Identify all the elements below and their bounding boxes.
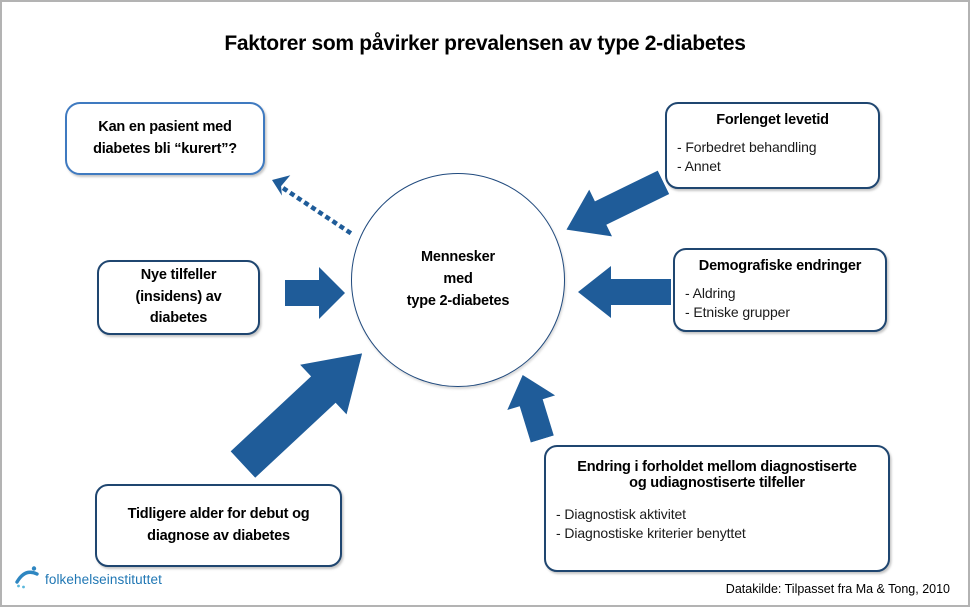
folkehelseinstituttet-logo: folkehelseinstituttet bbox=[14, 564, 162, 595]
arrow-nye-tilfeller-to-circle-icon bbox=[285, 267, 345, 319]
arrow-dotted-circle-to-question-icon bbox=[252, 162, 367, 247]
list-item: - Diagnostisk aktivitet bbox=[556, 506, 686, 522]
center-circle-mennesker: Mennesker med type 2-diabetes bbox=[351, 173, 565, 387]
arrow-demografiske-to-circle-icon bbox=[578, 266, 671, 318]
nye-line-3: diabetes bbox=[149, 310, 208, 327]
page-title: Faktorer som påvirker prevalensen av typ… bbox=[224, 32, 746, 55]
box-forlenget-levetid: Forlenget levetid - Forbedret behandling… bbox=[665, 102, 880, 189]
endring-title-line-1: Endring i forholdet mellom diagnostisert… bbox=[577, 459, 857, 475]
endring-title-line-2: og udiagnostiserte tilfeller bbox=[629, 475, 805, 491]
data-source-text: Datakilde: Tilpasset fra Ma & Tong, 2010 bbox=[725, 582, 950, 596]
circle-line-2: med bbox=[443, 271, 473, 288]
box-demografiske-endringer: Demografiske endringer - Aldring - Etnis… bbox=[673, 248, 887, 332]
box-nye-tilfeller: Nye tilfeller (insidens) av diabetes bbox=[97, 260, 260, 335]
tidligere-line-2: diagnose av diabetes bbox=[147, 527, 290, 544]
list-item: - Aldring bbox=[685, 285, 736, 301]
folkehelseinstituttet-logo-icon bbox=[14, 564, 40, 595]
box-demografiske-title: Demografiske endringer bbox=[698, 258, 862, 274]
circle-line-1: Mennesker bbox=[421, 249, 495, 266]
arrow-forlenget-to-circle-icon bbox=[555, 159, 675, 253]
tidligere-line-1: Tidligere alder for debut og bbox=[127, 505, 310, 522]
circle-line-3: type 2-diabetes bbox=[406, 292, 510, 309]
arrow-tidligere-to-circle-icon bbox=[218, 327, 386, 491]
arrow-endring-to-circle-icon bbox=[499, 368, 566, 447]
list-item: - Forbedret behandling bbox=[677, 139, 817, 155]
box-endring-items: - Diagnostisk aktivitet - Diagnostiske k… bbox=[556, 505, 878, 543]
list-item: - Etniske grupper bbox=[685, 303, 790, 320]
question-line-1: Kan en pasient med bbox=[98, 118, 232, 135]
box-tidligere-alder: Tidligere alder for debut og diagnose av… bbox=[95, 484, 342, 567]
nye-line-1: Nye tilfeller bbox=[140, 266, 217, 283]
folkehelseinstituttet-logo-text: folkehelseinstituttet bbox=[45, 572, 162, 587]
box-forlenget-title: Forlenget levetid bbox=[716, 112, 829, 128]
question-line-2: diabetes bli “kurert”? bbox=[93, 140, 237, 157]
list-item: - Diagnostiske kriterier benyttet bbox=[556, 524, 746, 541]
box-demografiske-items: - Aldring - Etniske grupper bbox=[685, 284, 875, 322]
list-item: - Annet bbox=[677, 157, 721, 174]
nye-line-2: (insidens) av bbox=[135, 288, 222, 305]
box-question: Kan en pasient med diabetes bli “kurert”… bbox=[65, 102, 265, 175]
box-endring-forholdet: Endring i forholdet mellom diagnostisert… bbox=[544, 445, 890, 572]
box-forlenget-items: - Forbedret behandling - Annet bbox=[677, 138, 868, 176]
